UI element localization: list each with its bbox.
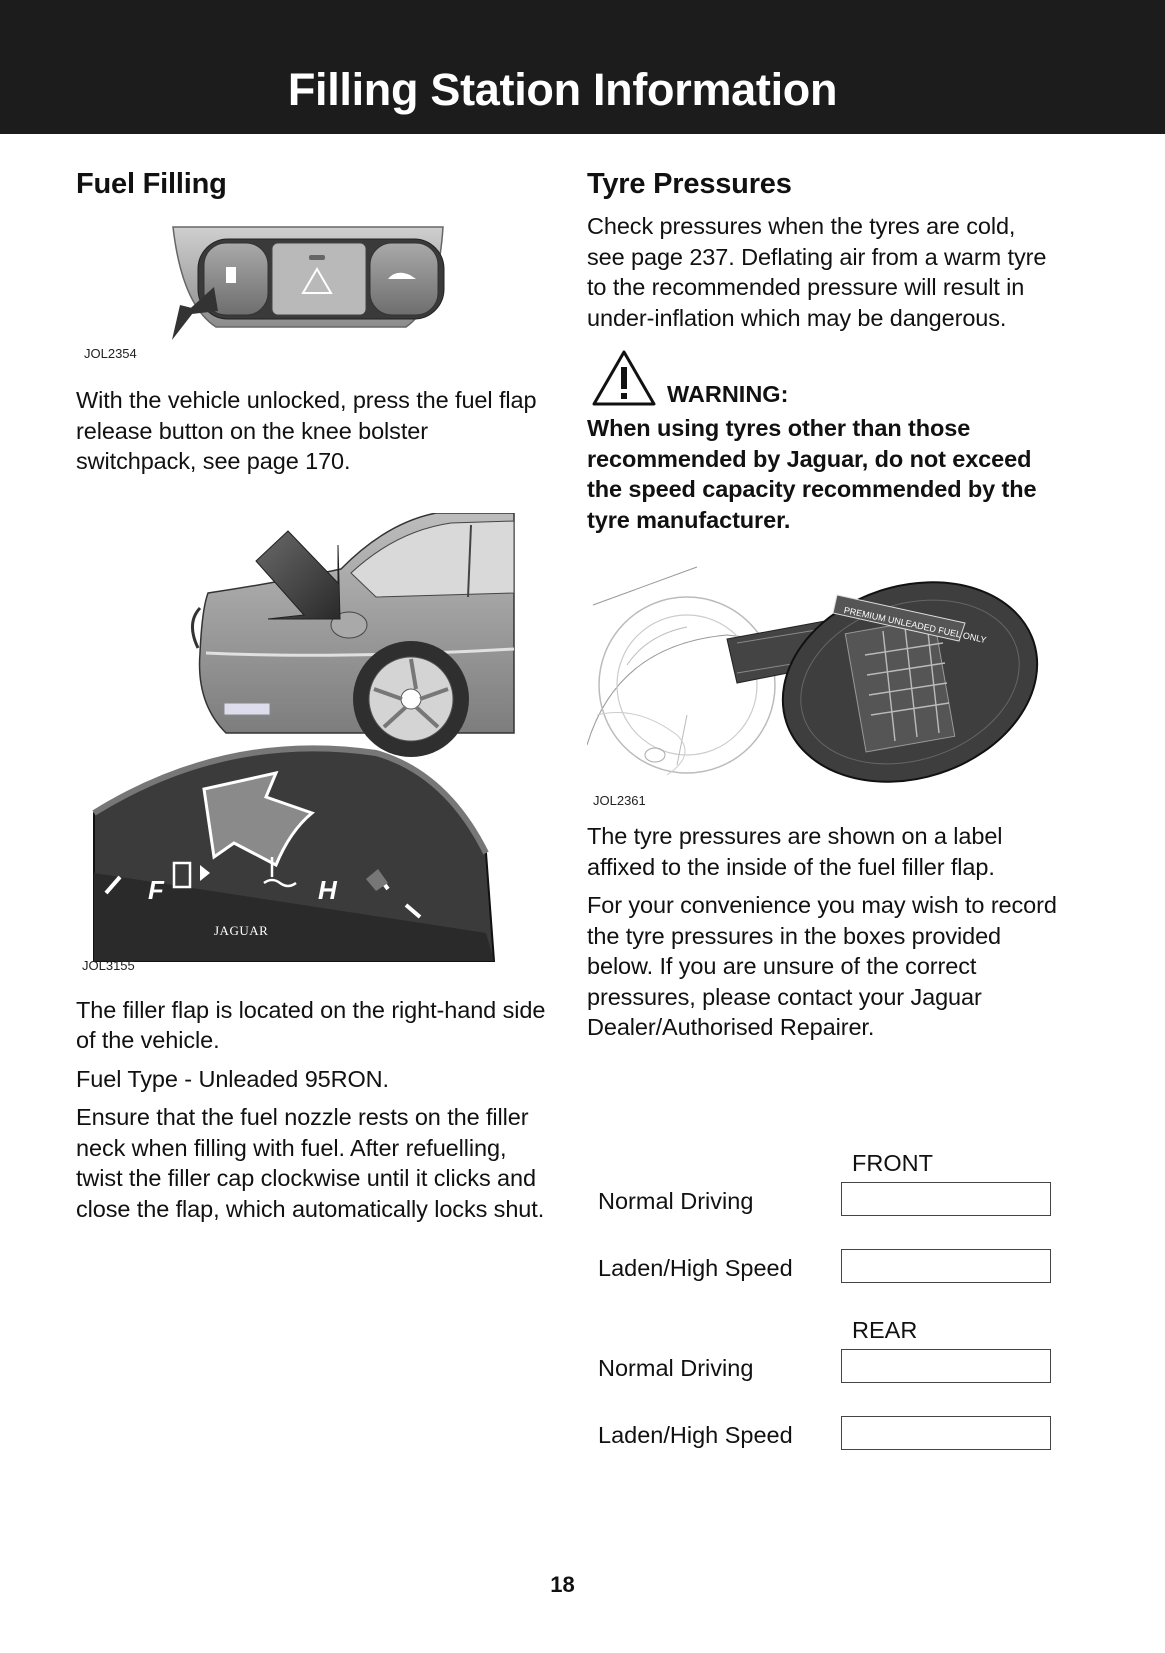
rear-laden-box[interactable] (841, 1416, 1051, 1450)
page-header: Filling Station Information (0, 0, 1165, 134)
rear-normal-row: Normal Driving (598, 1349, 1068, 1389)
fuel-type-text: Fuel Type - Unleaded 95RON. (76, 1065, 389, 1092)
tyre-pressures-heading: Tyre Pressures (587, 168, 792, 200)
warning-title: WARNING: (667, 381, 789, 407)
front-laden-label: Laden/High Speed (598, 1255, 793, 1281)
car-gauge-figure: F H JAGUAR JOL3155 (76, 512, 546, 983)
page-number: 18 (550, 1572, 575, 1597)
fuel-filling-heading: Fuel Filling (76, 168, 227, 200)
switchpack-illustration (172, 226, 445, 340)
rear-normal-label: Normal Driving (598, 1355, 754, 1381)
front-normal-box[interactable] (841, 1182, 1051, 1216)
fuel-release-text: With the vehicle unlocked, press the fue… (76, 387, 537, 474)
filler-location-text: The filler flap is located on the right-… (76, 996, 546, 1054)
figure-code-jol2354: JOL2354 (84, 346, 137, 361)
fuel-flap-figure: PREMIUM UNLEADED FUEL ONLY JOL2361 (587, 565, 1057, 808)
figure-code-jol3155: JOL3155 (82, 957, 135, 973)
warning-text: When using tyres other than those recomm… (587, 415, 1037, 533)
warning-triangle-icon (592, 350, 656, 406)
rear-laden-label: Laden/High Speed (598, 1422, 793, 1448)
rear-normal-box[interactable] (841, 1349, 1051, 1383)
front-heading: FRONT (852, 1150, 933, 1176)
rear-heading: REAR (852, 1317, 918, 1343)
record-pressures-text: For your convenience you may wish to rec… (587, 892, 1057, 1040)
warning-box: WARNING: When using tyres other than tho… (587, 349, 1057, 535)
jaguar-logo: JAGUAR (214, 922, 269, 938)
rear-laden-row: Laden/High Speed (598, 1416, 1068, 1456)
gauge-f-label: F (148, 874, 164, 905)
front-laden-box[interactable] (841, 1249, 1051, 1283)
refuelling-text: Ensure that the fuel nozzle rests on the… (76, 1104, 545, 1222)
tyre-check-text: Check pressures when the tyres are cold,… (587, 213, 1047, 331)
fuel-flap-label-illustration (587, 566, 1039, 783)
fuel-filling-section: Fuel Filling JOL2354 With t (76, 168, 546, 1232)
car-rear-and-fuel-gauge-illustration (92, 512, 515, 962)
switchpack-figure: JOL2354 (76, 215, 546, 367)
tyre-label-text: The tyre pressures are shown on a label … (587, 823, 1003, 880)
front-laden-row: Laden/High Speed (598, 1249, 1068, 1289)
page-title: Filling Station Information (287, 64, 838, 115)
figure-code-jol2361: JOL2361 (593, 793, 646, 808)
tyre-pressures-section: Tyre Pressures Check pressures when the … (587, 168, 1057, 1051)
front-normal-row: Normal Driving (598, 1182, 1068, 1222)
gauge-h-label: H (318, 874, 337, 905)
fuel-info-text: The filler flap is located on the right-… (76, 995, 546, 1225)
front-normal-label: Normal Driving (598, 1188, 754, 1214)
